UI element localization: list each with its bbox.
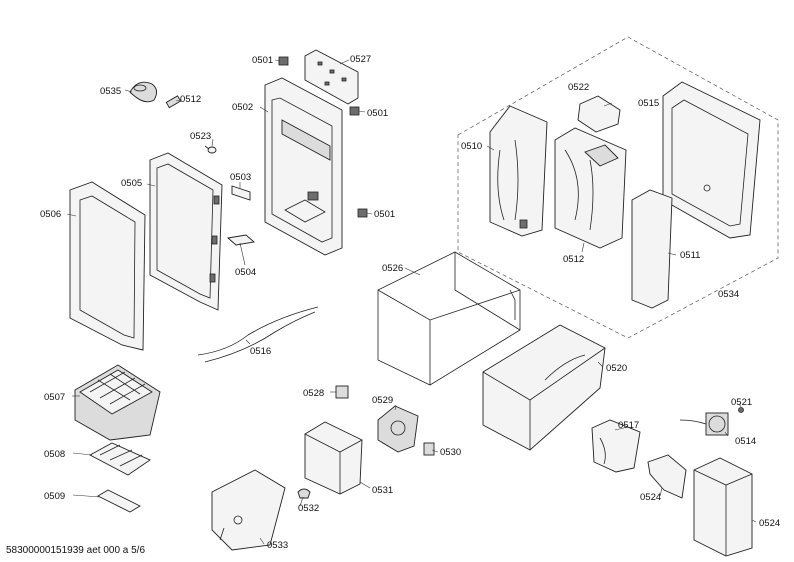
label-0520: 0520	[606, 363, 627, 374]
label-0508: 0508	[44, 449, 65, 460]
label-0510: 0510	[461, 141, 482, 152]
part-0501-clip-c	[357, 208, 368, 218]
leader-lines	[66, 59, 757, 545]
footer-document-code: 58300000151939 aet 000 a 5/6	[6, 545, 145, 556]
part-0512-spring	[165, 95, 182, 109]
part-0506-frame	[69, 181, 146, 351]
part-0535-knob	[129, 81, 157, 103]
label-0504: 0504	[235, 267, 256, 278]
label-0501: 0501	[252, 55, 273, 66]
label-0501: 0501	[374, 209, 395, 220]
part-0533-cover	[211, 469, 286, 551]
part-0524-bracket	[647, 454, 687, 499]
label-0506: 0506	[40, 209, 61, 220]
label-0507: 0507	[44, 392, 65, 403]
label-0532: 0532	[298, 503, 319, 514]
label-0522: 0522	[568, 82, 589, 93]
part-0509-strip	[97, 489, 141, 513]
label-0521: 0521	[731, 397, 752, 408]
label-0502: 0502	[232, 102, 253, 113]
label-0515: 0515	[638, 98, 659, 109]
part-0501-clip-b	[349, 106, 360, 116]
part-0524-box	[693, 457, 753, 557]
label-0533: 0533	[267, 540, 288, 551]
part-0512-assembly	[554, 127, 627, 249]
part-0528-block	[335, 385, 349, 399]
part-0529-motor	[377, 405, 419, 453]
label-0503: 0503	[230, 172, 251, 183]
part-0530-connector	[423, 442, 435, 456]
part-0531-box	[304, 421, 363, 495]
part-0511-panel	[631, 189, 673, 309]
label-0509: 0509	[44, 491, 65, 502]
part-0517-bracket	[591, 419, 641, 473]
part-0514-fan	[679, 412, 729, 436]
label-0512: 0512	[563, 254, 584, 265]
part-0503-plate	[231, 185, 251, 201]
label-0511: 0511	[680, 250, 700, 261]
part-0507-grid	[74, 364, 161, 441]
label-0524: 0524	[759, 518, 780, 529]
label-0501: 0501	[367, 108, 388, 119]
label-0526: 0526	[382, 263, 403, 274]
label-0524: 0524	[640, 492, 661, 503]
part-0532-clip	[297, 488, 311, 499]
part-0521-screw	[738, 407, 744, 413]
assembly-boundary-0534	[457, 36, 779, 339]
label-0529: 0529	[372, 395, 393, 406]
label-0528: 0528	[303, 388, 324, 399]
label-0534: 0534	[718, 289, 739, 300]
part-labels: 0501 0527 0535 0512 0502 0501 0523 0505 …	[40, 54, 780, 551]
label-0517: 0517	[618, 420, 639, 431]
label-0505: 0505	[121, 178, 142, 189]
label-0512: 0512	[180, 94, 201, 105]
part-0504-plate	[226, 234, 256, 246]
label-0527: 0527	[350, 54, 371, 65]
part-0520-tray	[482, 324, 606, 451]
part-0515-frame	[662, 81, 761, 239]
label-0514: 0514	[735, 436, 756, 447]
part-0527-board	[304, 49, 359, 105]
part-0505-panel	[149, 152, 223, 311]
part-0516-cable	[197, 306, 319, 363]
label-0523: 0523	[190, 131, 211, 142]
part-0523-bulb	[204, 145, 217, 154]
part-0502-housing	[264, 77, 343, 256]
label-0535: 0535	[100, 86, 121, 97]
part-0522-block	[577, 95, 621, 133]
label-0530: 0530	[440, 447, 461, 458]
label-0531: 0531	[372, 485, 393, 496]
part-0510-housing	[489, 105, 548, 237]
label-0516: 0516	[250, 346, 271, 357]
part-0508-grid	[89, 442, 151, 476]
part-0526-frame	[377, 251, 521, 386]
part-0501-clip-a	[278, 56, 289, 66]
